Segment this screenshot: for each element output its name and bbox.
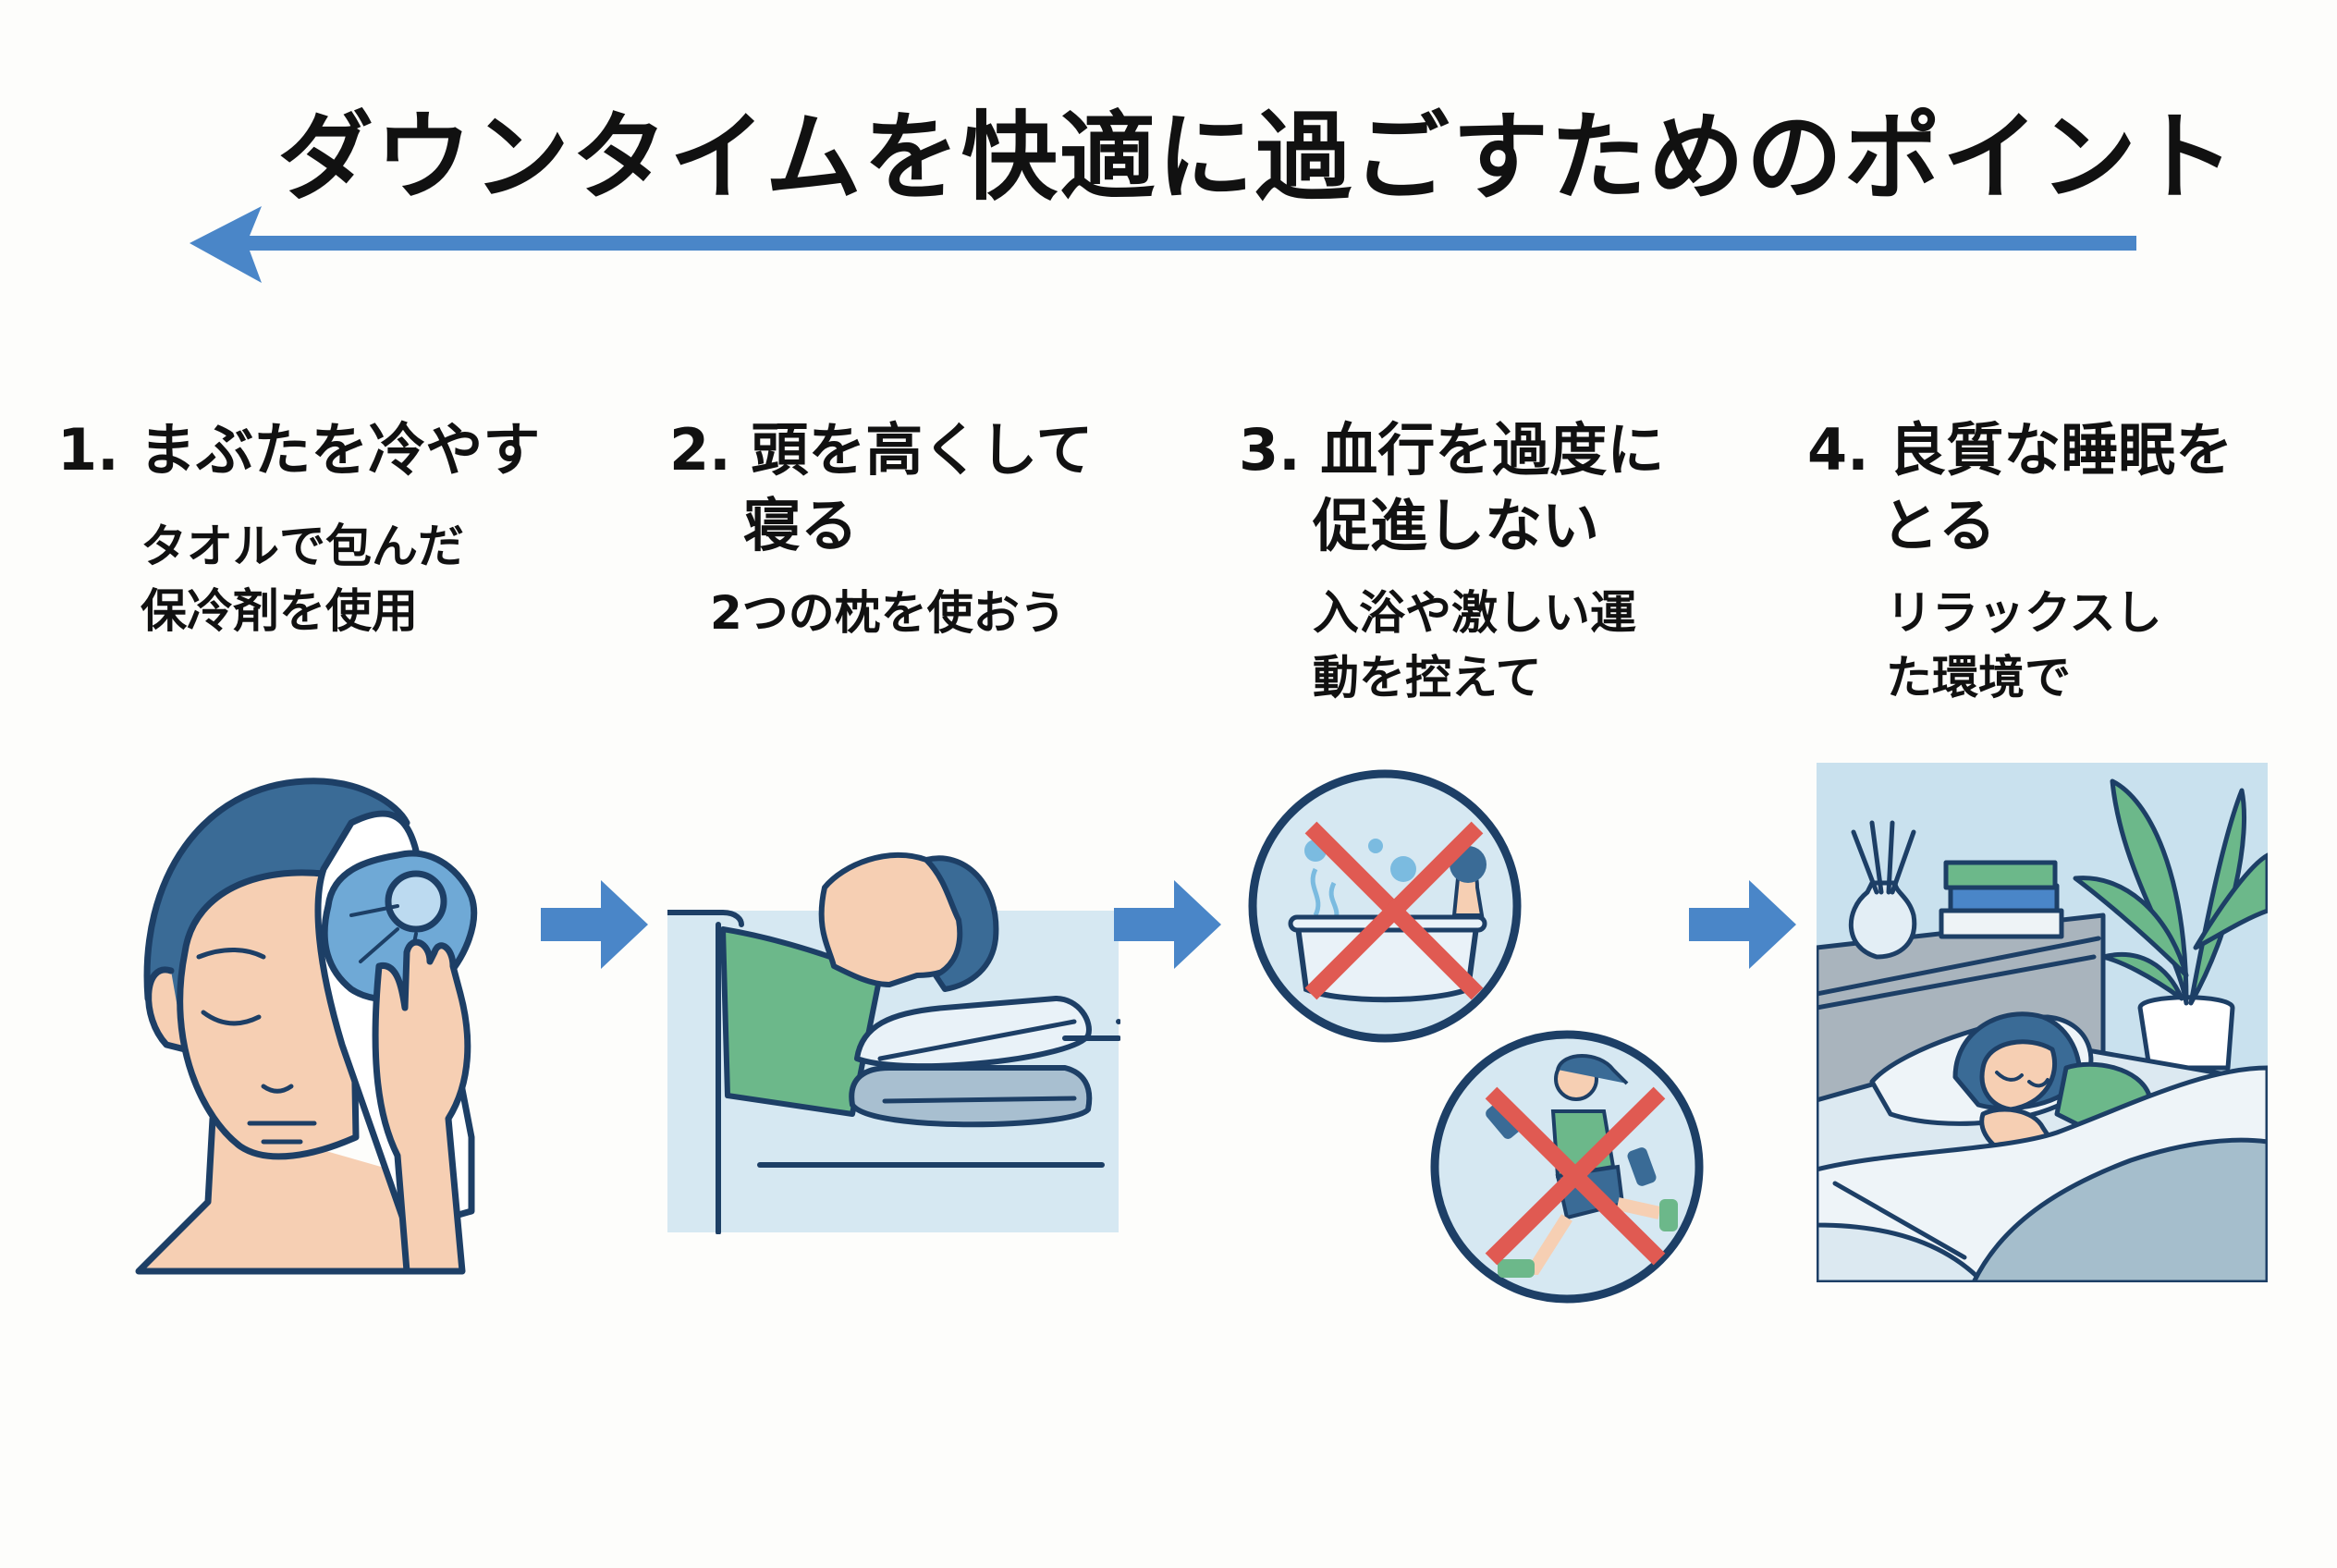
step-heading-line: 良質な睡眠を (1889, 416, 2233, 484)
face-ice-pack-illustration (135, 778, 478, 1275)
step-3-description: 入浴や激しい運 動を控えて (1313, 581, 1636, 710)
right-arrow-icon (1689, 880, 1796, 969)
step-number: 4. (1807, 416, 1869, 484)
step-2-heading: 2. 頭を高くして 寝る (669, 412, 1093, 564)
step-4-heading: 4. 良質な睡眠を とる (1807, 412, 2233, 564)
step-heading-line: まぶたを冷やす (139, 416, 541, 484)
step-heading-line: とる (1881, 492, 1997, 559)
step-2-description: 2つの枕を使おう (710, 581, 1066, 645)
step-sub-line: た環境で (1886, 651, 2071, 704)
step-heading-line: 頭を高くして (751, 416, 1094, 484)
step-sub-line: 入浴や激しい運 (1313, 586, 1636, 640)
page-title: ダウンタイムを快適に過ごすためのポイント (277, 101, 2236, 214)
no-exercise-icon (1430, 1030, 1704, 1304)
step-sub-line: 動を控えて (1313, 651, 1542, 704)
step-heading-line: 寝る (743, 492, 859, 559)
step-sub-line: タオルで包んだ (141, 520, 464, 573)
relaxed-bedroom-illustration (1817, 763, 2268, 1282)
step-heading-line: 血行を過度に (1320, 416, 1665, 484)
step-number: 2. (669, 416, 731, 484)
step-number: 3. (1239, 416, 1301, 484)
step-number: 1. (57, 416, 119, 484)
right-arrow-icon (541, 880, 648, 969)
step-1-description: タオルで包んだ 保冷剤を使用 (141, 514, 464, 643)
step-sub-line: リラックスし (1886, 586, 2162, 640)
step-3-heading: 3. 血行を過度に 促進しない (1239, 412, 1664, 564)
right-arrow-icon (1114, 880, 1221, 969)
step-4-description: リラックスし た環境で (1886, 581, 2162, 710)
step-sub-line: 保冷剤を使用 (141, 584, 418, 638)
two-pillows-illustration (667, 851, 1120, 1234)
step-heading-line: 促進しない (1313, 492, 1600, 559)
no-bath-icon (1248, 769, 1522, 1043)
left-arrow-icon (190, 206, 2136, 283)
step-sub-line: 2つの枕を使おう (710, 586, 1066, 640)
step-1-heading: 1. まぶたを冷やす (57, 412, 540, 488)
